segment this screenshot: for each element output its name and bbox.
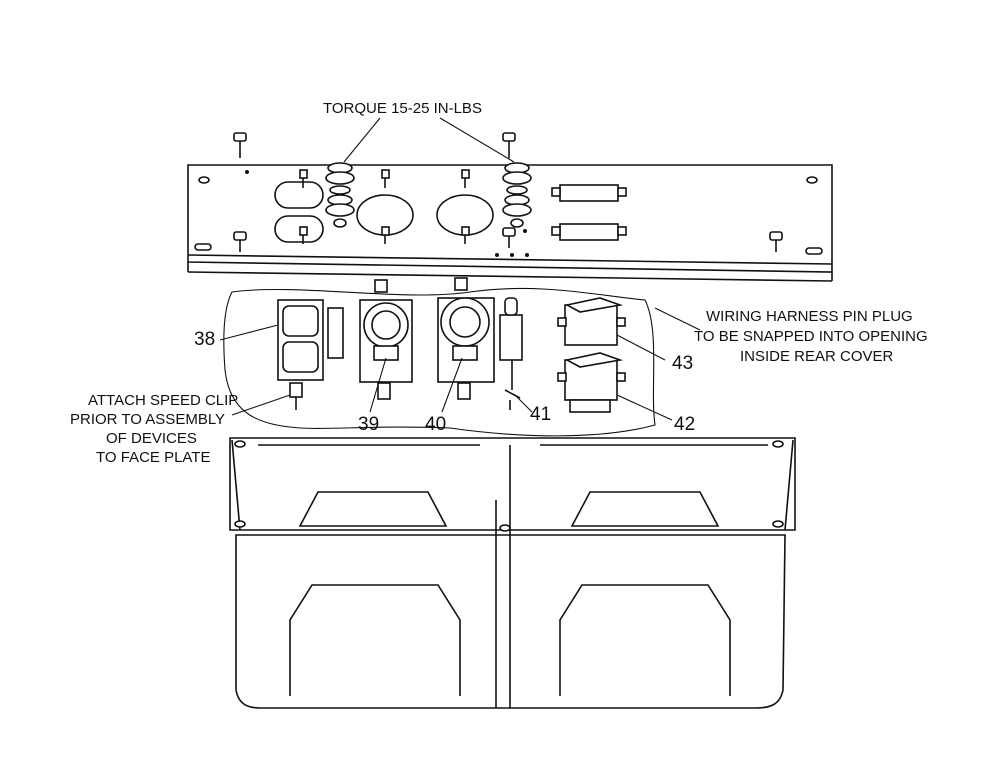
harness-note-line1: WIRING HARNESS PIN PLUG [706,308,913,325]
harness-note-line3: INSIDE REAR COVER [740,348,894,365]
rocker-switch-43 [557,297,626,346]
mounting-screws [233,132,783,252]
wiring-harness [223,287,656,437]
torque-annotation: TORQUE 15-25 IN-LBS [323,100,482,117]
clip-note-line1: ATTACH SPEED CLIP [88,392,238,409]
torque-leader [343,117,515,163]
twist-lock-receptacle-40 [437,277,495,400]
callout-39: 39 [358,414,379,435]
callout-leaders [219,307,701,421]
clip-note-line3: OF DEVICES [106,430,197,447]
callout-40: 40 [425,414,446,435]
nut-washer-stacks [325,162,532,217]
duplex-receptacle [277,299,344,410]
circuit-breaker-41 [499,297,523,410]
callout-41: 41 [530,404,551,425]
callout-38: 38 [194,329,215,350]
harness-note-line2: TO BE SNAPPED INTO OPENING [694,328,928,345]
callout-43: 43 [672,353,693,374]
rear-cover [229,437,796,709]
rocker-switch-42 [557,352,626,413]
clip-note-line4: TO FACE PLATE [96,449,210,466]
clip-note-line2: PRIOR TO ASSEMBLY [70,411,225,428]
callout-42: 42 [674,414,695,435]
twist-lock-receptacle-39 [359,279,413,400]
